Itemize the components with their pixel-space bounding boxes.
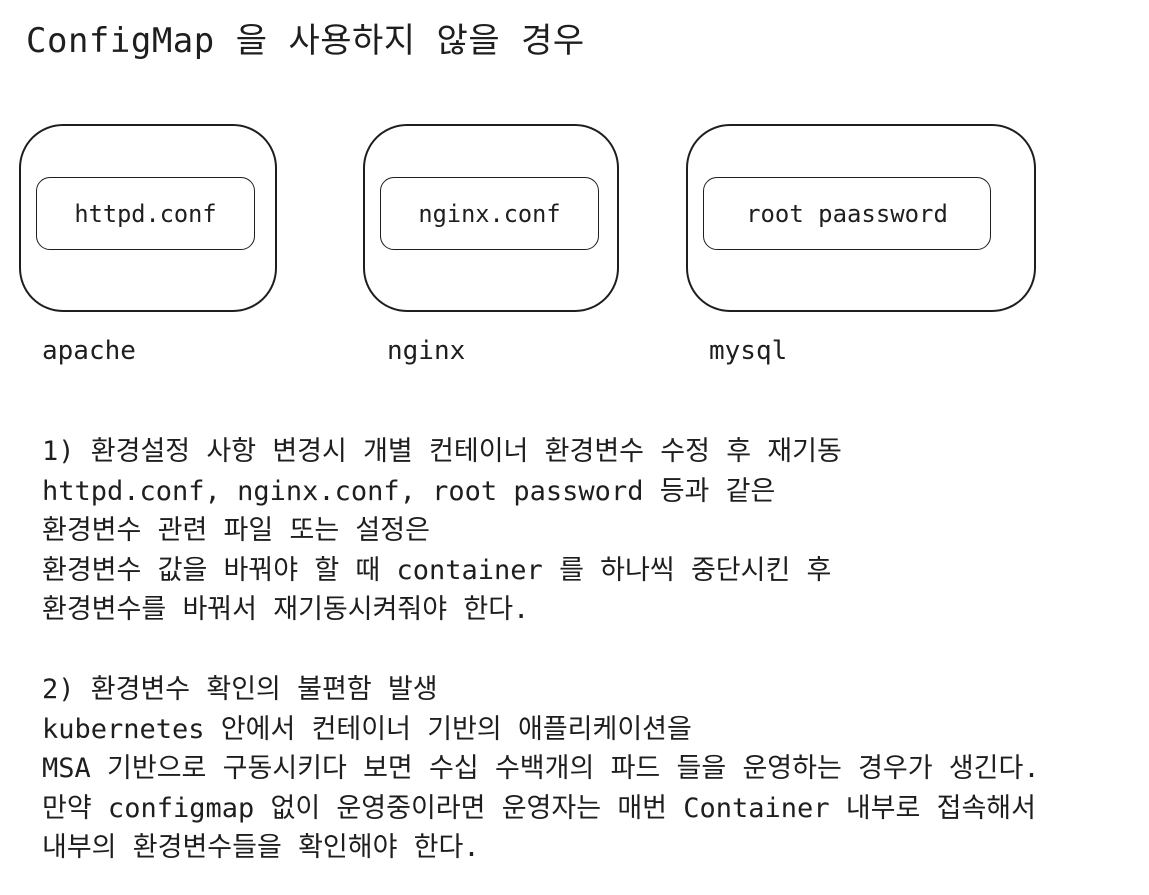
paragraph-line: kubernetes 안에서 컨테이너 기반의 애플리케이션을: [42, 713, 692, 745]
paragraph-line: 환경변수 관련 파일 또는 설정은: [42, 515, 430, 546]
pod-label-nginx: nginx: [387, 336, 466, 366]
paragraph-restart-issue: 1) 환경설정 사항 변경시 개별 컨테이너 환경변수 수정 후 재기동 htt…: [42, 432, 842, 630]
paragraph-inspection-issue: 2) 환경변수 확인의 불편함 발생 kubernetes 안에서 컨테이너 기…: [42, 670, 1040, 868]
pod-label-apache: apache: [42, 336, 136, 366]
pod-apache-box: [19, 124, 277, 312]
pod-nginx-box: [363, 124, 619, 312]
root-password-box: root paassword: [703, 177, 991, 250]
httpd-conf-box: httpd.conf: [36, 177, 255, 250]
paragraph-line: 환경변수 값을 바꿔야 할 때 container 를 하나씩 중단시킨 후: [42, 554, 832, 586]
paragraph-line: 2) 환경변수 확인의 불편함 발생: [42, 674, 438, 705]
paragraph-line: MSA 기반으로 구동시키다 보면 수십 수백개의 파드 들을 운영하는 경우가…: [42, 753, 1040, 784]
pod-label-mysql: mysql: [709, 336, 788, 366]
nginx-conf-box: nginx.conf: [380, 177, 599, 250]
pod-mysql-box: [686, 124, 1036, 312]
paragraph-line: 만약 configmap 없이 운영중이라면 운영자는 매번 Container…: [42, 792, 1036, 824]
paragraph-line: 1) 환경설정 사항 변경시 개별 컨테이너 환경변수 수정 후 재기동: [42, 436, 842, 467]
paragraph-line: 환경변수를 바꿔서 재기동시켜줘야 한다.: [42, 594, 530, 625]
paragraph-line: 내부의 환경변수들을 확인해야 한다.: [42, 832, 480, 863]
page-title: ConfigMap 을 사용하지 않을 경우: [26, 21, 585, 61]
paragraph-line: httpd.conf, nginx.conf, root password 등과…: [42, 475, 776, 507]
